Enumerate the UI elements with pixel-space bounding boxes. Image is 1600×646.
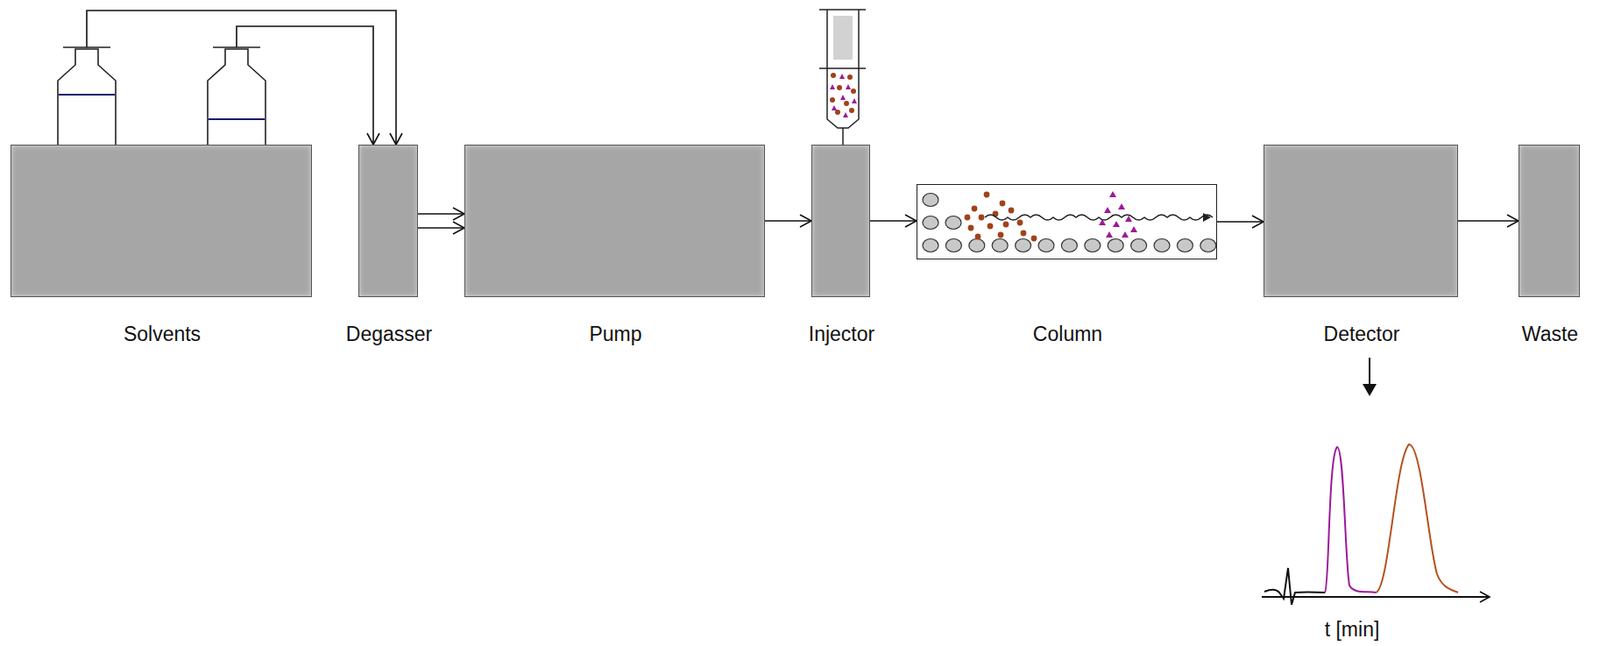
flow-connector [417,226,465,229]
device-label: Detector [1323,321,1401,347]
flow-connector [1217,220,1264,223]
device-box: Waste [1518,144,1580,298]
device-label: Waste [1522,321,1579,347]
signal-arrowhead [1362,383,1377,397]
flow-connector [870,219,917,222]
solvent-bottle [57,47,116,146]
device-box: Degasser [358,144,418,298]
device-label: Pump [588,321,642,347]
device-box: Solvents [10,144,312,298]
flow-connector [764,219,812,222]
axis-label: t [min] [1324,616,1381,642]
flow-connector [86,10,397,145]
device-box: Injector [811,144,871,298]
device-label: Column [1033,321,1103,347]
device-label: Degasser [346,321,432,347]
column-box: Column [916,184,1218,260]
chromatogram [1261,444,1490,605]
flow-connector [236,26,374,145]
column-packing [916,184,1218,260]
device-box: Detector [1263,144,1459,298]
flow-connector [1458,219,1519,222]
device-label: Solvents [123,321,201,347]
flow-connector [417,212,465,215]
device-label: Injector [808,321,875,347]
device-box: Pump [464,144,765,298]
syringe [819,9,866,146]
solvent-bottle [207,47,266,146]
